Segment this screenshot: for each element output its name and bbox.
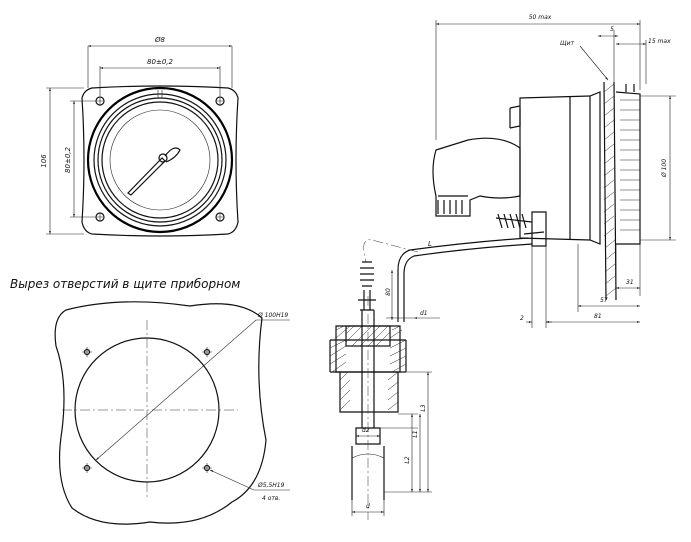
front-bolt-spacing-v: 80±0,2 <box>64 147 72 173</box>
side-dim-5: 5 <box>610 26 614 33</box>
side-dim-81: 81 <box>594 313 602 320</box>
cutout-caption: Вырез отверстий в щите приборном <box>10 277 240 291</box>
side-dim-2: 2 <box>520 315 524 322</box>
side-depth-max: 50 max <box>529 14 552 21</box>
side-dim-80: 80 <box>385 288 392 296</box>
mount-hole-icon <box>82 347 212 473</box>
cable-length: L <box>428 240 432 248</box>
panel-cutout-view: Ø 100Н19 Ø5,5Н19 4 отв. <box>54 301 290 525</box>
pointer-needle-icon <box>127 147 181 196</box>
front-overall-width: Ø8 <box>154 36 166 44</box>
probe-d: d <box>366 503 370 510</box>
cutout-diameter: Ø 100Н19 <box>257 312 288 319</box>
front-overall-height: 106 <box>40 154 48 168</box>
side-dim-57: 57 <box>600 297 608 304</box>
side-dim-d1: d1 <box>420 310 428 317</box>
probe-section-view: d2 d L2 L1 L3 <box>329 261 432 520</box>
side-view: 50 max 5 15 max Щит Ø 100 L 80 d1 2 31 5… <box>363 14 676 328</box>
mount-hole-size: Ø5,5Н19 <box>257 482 285 489</box>
side-dim-31: 31 <box>626 279 634 286</box>
probe-L2: L2 <box>404 456 411 463</box>
panel-label: Щит <box>560 40 574 47</box>
front-bolt-spacing-h: 80±0,2 <box>147 58 173 66</box>
probe-d2: d2 <box>362 427 370 434</box>
side-diameter: Ø 100 <box>661 159 668 178</box>
side-dim-15max: 15 max <box>648 38 671 45</box>
front-view: Ø8 80±0,2 106 80±0,2 <box>40 36 239 237</box>
probe-L3: L3 <box>420 404 427 411</box>
probe-L1: L1 <box>412 430 419 437</box>
mount-hole-count: 4 отв. <box>262 495 280 502</box>
